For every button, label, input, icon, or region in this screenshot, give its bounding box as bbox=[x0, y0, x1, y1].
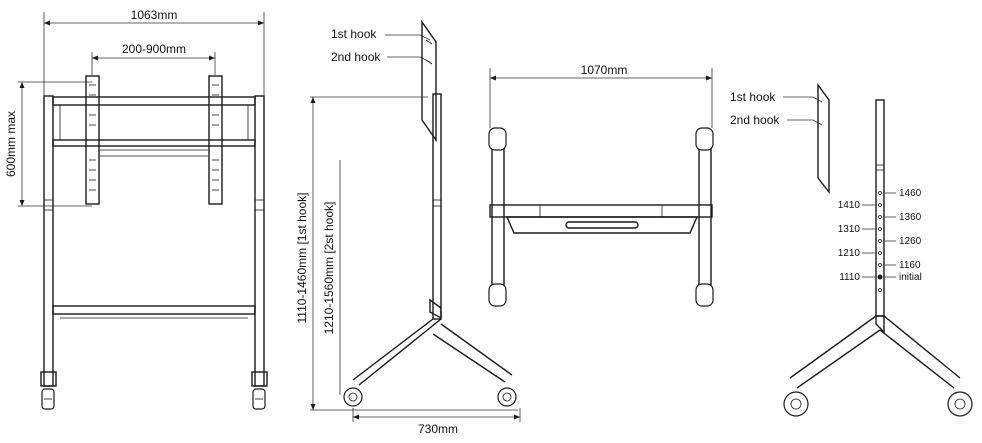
arrow-head bbox=[258, 20, 264, 26]
top-shelf-slot bbox=[565, 221, 639, 229]
top-view: 1070mm bbox=[488, 63, 714, 307]
detail-mark-1410: 1410 bbox=[838, 200, 861, 211]
vesa-label: 200-900mm bbox=[122, 42, 186, 56]
detail-mark-1210: 1210 bbox=[838, 248, 861, 259]
detail-mark-1260: 1260 bbox=[899, 236, 922, 247]
detail-pole bbox=[875, 99, 885, 317]
side-mount-plate bbox=[421, 19, 437, 143]
detail-mark-1360: 1360 bbox=[899, 212, 922, 223]
top-right-rear-caster bbox=[695, 283, 714, 307]
left-foot bbox=[40, 371, 57, 387]
side-caster-front bbox=[343, 387, 363, 407]
side-leg-front bbox=[352, 318, 434, 381]
detail-mark-1310: 1310 bbox=[838, 224, 861, 235]
shelf bbox=[52, 305, 256, 315]
detail-mark-initial: initial bbox=[899, 272, 922, 283]
detail-mark-1110: 1110 bbox=[839, 272, 860, 283]
side-caster-rear bbox=[497, 387, 517, 407]
side-range1-label: 1110-1460mm [1st hook] bbox=[295, 193, 309, 324]
side-base-label: 730mm bbox=[418, 422, 458, 436]
detail-caster-right bbox=[947, 391, 973, 417]
arrow-head bbox=[92, 55, 98, 61]
detail-hook1-label: 1st hook bbox=[730, 90, 776, 104]
side-range2-label: 1210-1560mm [2st hook] bbox=[322, 202, 336, 335]
detail-view: 1st hook 2nd hook 1410 1310 1210 1110 14… bbox=[730, 82, 973, 417]
side-view: 1st hook 2nd hook 1110-1460mm [1st hook]… bbox=[295, 19, 521, 436]
detail-caster-left bbox=[783, 391, 809, 417]
detail-leg-left bbox=[789, 315, 877, 379]
height-max-label: 600mm max bbox=[4, 111, 18, 177]
top-left-rear-caster bbox=[488, 283, 507, 307]
lower-rail bbox=[52, 139, 256, 147]
top-crossbar bbox=[489, 204, 713, 218]
side-leg-rear bbox=[432, 333, 506, 383]
arrow-head bbox=[209, 55, 215, 61]
right-vesa-bracket bbox=[208, 75, 223, 205]
right-foot bbox=[251, 371, 268, 387]
arrow-head bbox=[19, 82, 25, 88]
top-width-label: 1070mm bbox=[581, 63, 628, 77]
arrow-head bbox=[19, 200, 25, 206]
detail-mark-1160: 1160 bbox=[899, 260, 921, 271]
right-upright bbox=[254, 95, 265, 387]
detail-mount-plate bbox=[817, 82, 830, 195]
top-rail bbox=[52, 96, 256, 106]
top-right-leg bbox=[698, 137, 712, 289]
side-pole bbox=[432, 93, 442, 320]
left-vesa-bracket bbox=[85, 75, 100, 205]
top-right-front-caster bbox=[695, 127, 714, 151]
arrow-head bbox=[44, 20, 50, 26]
top-left-leg bbox=[491, 137, 505, 289]
detail-leg-right bbox=[883, 315, 961, 379]
side-hook2-label: 2nd hook bbox=[331, 50, 381, 64]
side-hook1-label: 1st hook bbox=[331, 27, 377, 41]
front-width-label: 1063mm bbox=[131, 8, 178, 22]
detail-hook2-label: 2nd hook bbox=[730, 113, 780, 127]
detail-mark-1460: 1460 bbox=[899, 188, 922, 199]
top-left-front-caster bbox=[488, 127, 507, 151]
left-upright bbox=[43, 95, 54, 387]
front-view: 1063mm 200-900mm 600mm max bbox=[4, 8, 268, 410]
top-shelf bbox=[505, 216, 699, 234]
